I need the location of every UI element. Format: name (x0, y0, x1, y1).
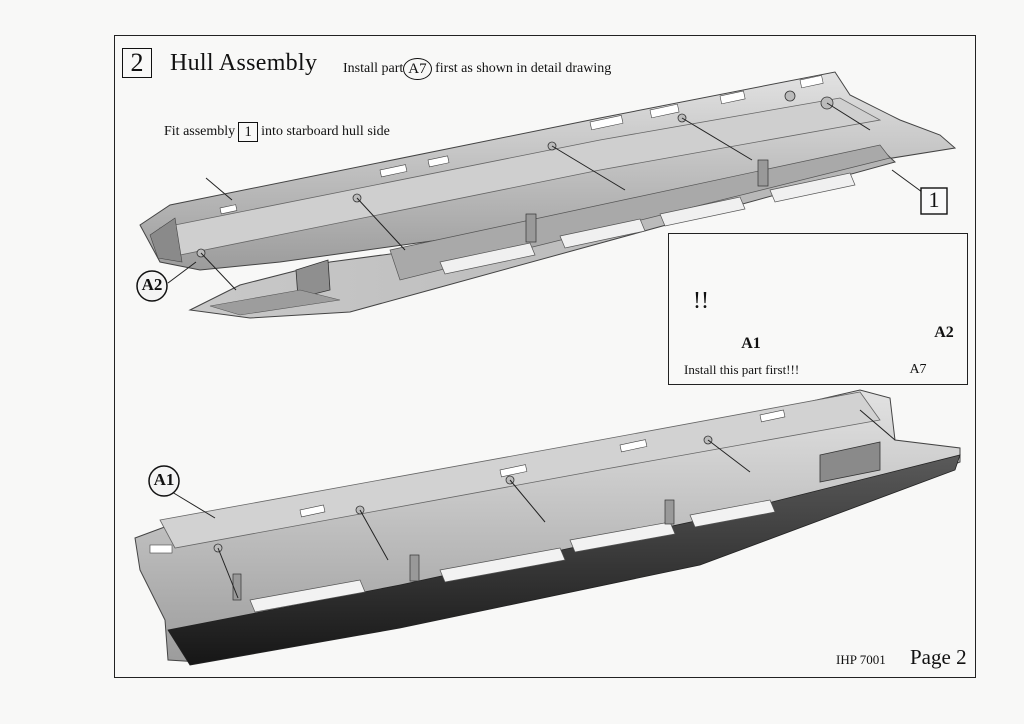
assembly-1-box (920, 187, 948, 215)
callout-a1: A1 (153, 470, 175, 489)
detail-callout-a2: A2 (934, 324, 954, 341)
step-title: Hull Assembly (170, 50, 318, 76)
leader-lines-bottom (171, 409, 896, 599)
page-frame (114, 35, 976, 678)
part-a7-ref: A7 (403, 58, 432, 80)
deck-assembly-1 (188, 144, 896, 319)
step-number-box: 2 (122, 48, 152, 78)
fit-suffix: into starboard hull side (261, 124, 390, 140)
document-code: IHP 7001 (836, 652, 886, 667)
page-number: Page 2 (910, 645, 967, 669)
leader-lines-top (167, 102, 923, 291)
assembly-1-ref: 1 (238, 122, 259, 142)
hull-side-a2 (139, 71, 957, 271)
warning-mark: !! (693, 288, 709, 314)
detail-callout-a1: A1 (741, 335, 761, 352)
callout-assembly-1: 1 (928, 187, 940, 212)
detail-note: Install this part first!!! (684, 362, 800, 377)
install-prefix: Install part (343, 61, 404, 77)
assembled-hull (134, 389, 961, 666)
detail-box (668, 233, 968, 385)
detail-callout-a7: A7 (909, 362, 927, 377)
callout-a2: A2 (141, 275, 163, 294)
fit-prefix: Fit assembly (164, 124, 236, 140)
install-suffix: first as shown in detail drawing (435, 61, 612, 77)
